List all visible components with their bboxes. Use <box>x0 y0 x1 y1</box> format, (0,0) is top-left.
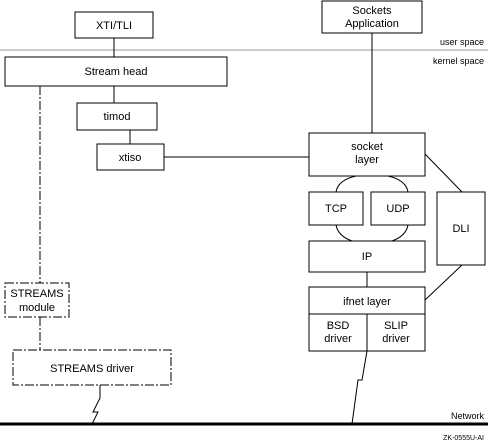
connectors <box>39 33 463 425</box>
tcp-label: TCP <box>325 203 347 215</box>
xtiso-box: xtiso <box>96 143 165 171</box>
tcp-to-ip <box>335 224 353 242</box>
stream-head-box: Stream head <box>4 56 228 87</box>
bsd-label: BSD <box>327 320 350 332</box>
sockets-label: Sockets <box>352 5 392 17</box>
figure-id: ZK-0555U-AI <box>443 435 484 442</box>
application-label: Application <box>345 18 399 30</box>
socket-layer-box: socket layer <box>308 132 426 177</box>
xti-tli-box: XTI/TLI <box>74 11 154 39</box>
user-space-label: user space <box>440 37 484 47</box>
tcp-box: TCP <box>308 191 364 226</box>
socket-label: socket <box>351 141 383 153</box>
ip-label: IP <box>362 251 372 263</box>
sockets-application-box: Sockets Application <box>321 0 423 34</box>
ifnet-to-network <box>351 350 368 425</box>
ifnet-layer-box: ifnet layer BSD driver SLIP driver <box>308 286 426 352</box>
kernel-space-label: kernel space <box>433 56 484 66</box>
module-label: module <box>19 302 55 314</box>
ip-box: IP <box>308 240 426 273</box>
xtiso-label: xtiso <box>119 152 142 164</box>
layer-label: layer <box>355 154 379 166</box>
dli-label: DLI <box>452 223 469 235</box>
udp-label: UDP <box>386 203 409 215</box>
timod-label: timod <box>104 111 131 123</box>
socket-to-dli <box>424 153 463 193</box>
streams-driver-to-network <box>91 385 101 425</box>
slip-label: SLIP <box>384 320 408 332</box>
udp-to-ip <box>391 224 409 242</box>
bsd-driver-label: driver <box>324 333 352 345</box>
slip-driver-label: driver <box>382 333 410 345</box>
streams-driver-label: STREAMS driver <box>50 363 134 375</box>
udp-box: UDP <box>370 191 426 226</box>
ifnet-label: ifnet layer <box>343 296 391 308</box>
dli-to-ifnet <box>424 264 463 301</box>
streams-module-box: STREAMS module <box>4 282 70 318</box>
socket-to-udp <box>387 175 409 193</box>
stream-head-label: Stream head <box>85 66 148 78</box>
dli-box: DLI <box>436 191 486 266</box>
network-label: Network <box>451 411 485 421</box>
streams-label: STREAMS <box>10 288 63 300</box>
xti-tli-label: XTI/TLI <box>96 20 132 32</box>
socket-to-tcp <box>335 175 357 193</box>
timod-box: timod <box>76 102 158 131</box>
streams-driver-box: STREAMS driver <box>12 349 172 386</box>
